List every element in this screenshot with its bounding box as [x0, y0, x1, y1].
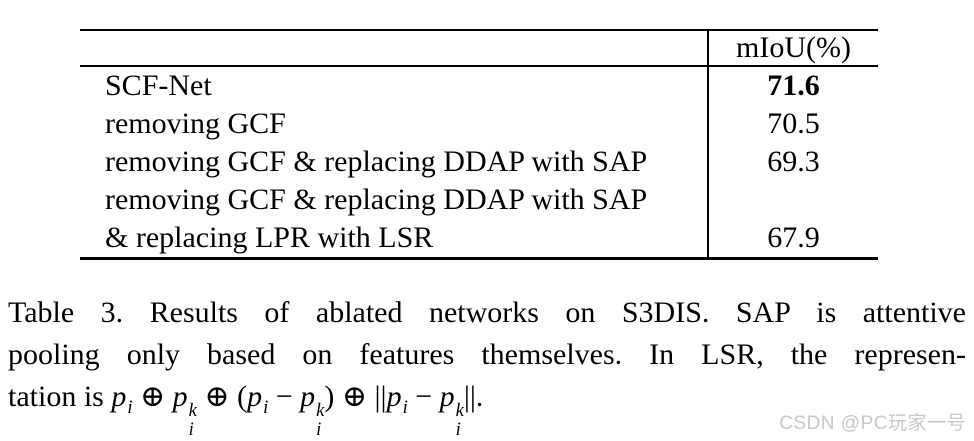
table-row: removing GCF & replacing DDAP with SAP	[80, 181, 878, 219]
row-value: 71.6	[707, 67, 878, 105]
row-label: removing GCF	[105, 107, 286, 140]
row-value: 70.5	[707, 105, 878, 143]
math-variable: p	[247, 380, 263, 413]
math-subscript: i	[263, 397, 269, 419]
math-subscript: i	[127, 397, 133, 419]
math-variable: p	[300, 380, 316, 413]
row-value: 67.9	[707, 219, 878, 257]
math-variable: p	[111, 380, 127, 413]
row-value: 69.3	[707, 143, 878, 181]
math-text: ) ⊕ ||	[324, 380, 387, 413]
table-row: removing GCF 70.5	[80, 105, 878, 143]
math-text: ⊕ (	[196, 380, 248, 413]
math-text: tation is	[8, 380, 112, 413]
row-label: removing GCF & replacing DDAP with SAP	[105, 145, 648, 178]
row-value	[707, 181, 878, 219]
table-row: removing GCF & replacing DDAP with SAP 6…	[80, 143, 878, 181]
ablation-results-table: mIoU(%) SCF-Net 71.6 removing GCF 70.5 r…	[80, 29, 878, 260]
header-miou-cell: mIoU(%)	[707, 31, 878, 65]
math-text: −	[407, 380, 440, 413]
row-label: removing GCF & replacing DDAP with SAP	[105, 183, 648, 216]
caption-line-2: pooling only based on features themselve…	[8, 338, 966, 371]
math-text: −	[268, 380, 301, 413]
row-label: & replacing LPR with LSR	[105, 221, 434, 254]
math-variable: p	[172, 380, 188, 413]
caption-line-1: Table 3. Results of ablated networks on …	[8, 296, 966, 329]
table-body: SCF-Net 71.6 removing GCF 70.5 removing …	[80, 67, 878, 260]
math-subscript: i	[402, 397, 408, 419]
table-caption: Table 3. Results of ablated networks on …	[8, 292, 966, 439]
math-variable: p	[439, 380, 455, 413]
watermark: CSDN @PC玩家一号	[779, 413, 966, 434]
row-label: SCF-Net	[105, 69, 212, 102]
table-header-row: mIoU(%)	[80, 29, 878, 67]
header-empty-cell	[80, 31, 707, 65]
table-row: SCF-Net 71.6	[80, 67, 878, 105]
math-text: ||.	[463, 380, 484, 413]
math-text: ⊕	[132, 380, 173, 413]
table-row: & replacing LPR with LSR 67.9	[80, 219, 878, 257]
math-variable: p	[386, 380, 402, 413]
